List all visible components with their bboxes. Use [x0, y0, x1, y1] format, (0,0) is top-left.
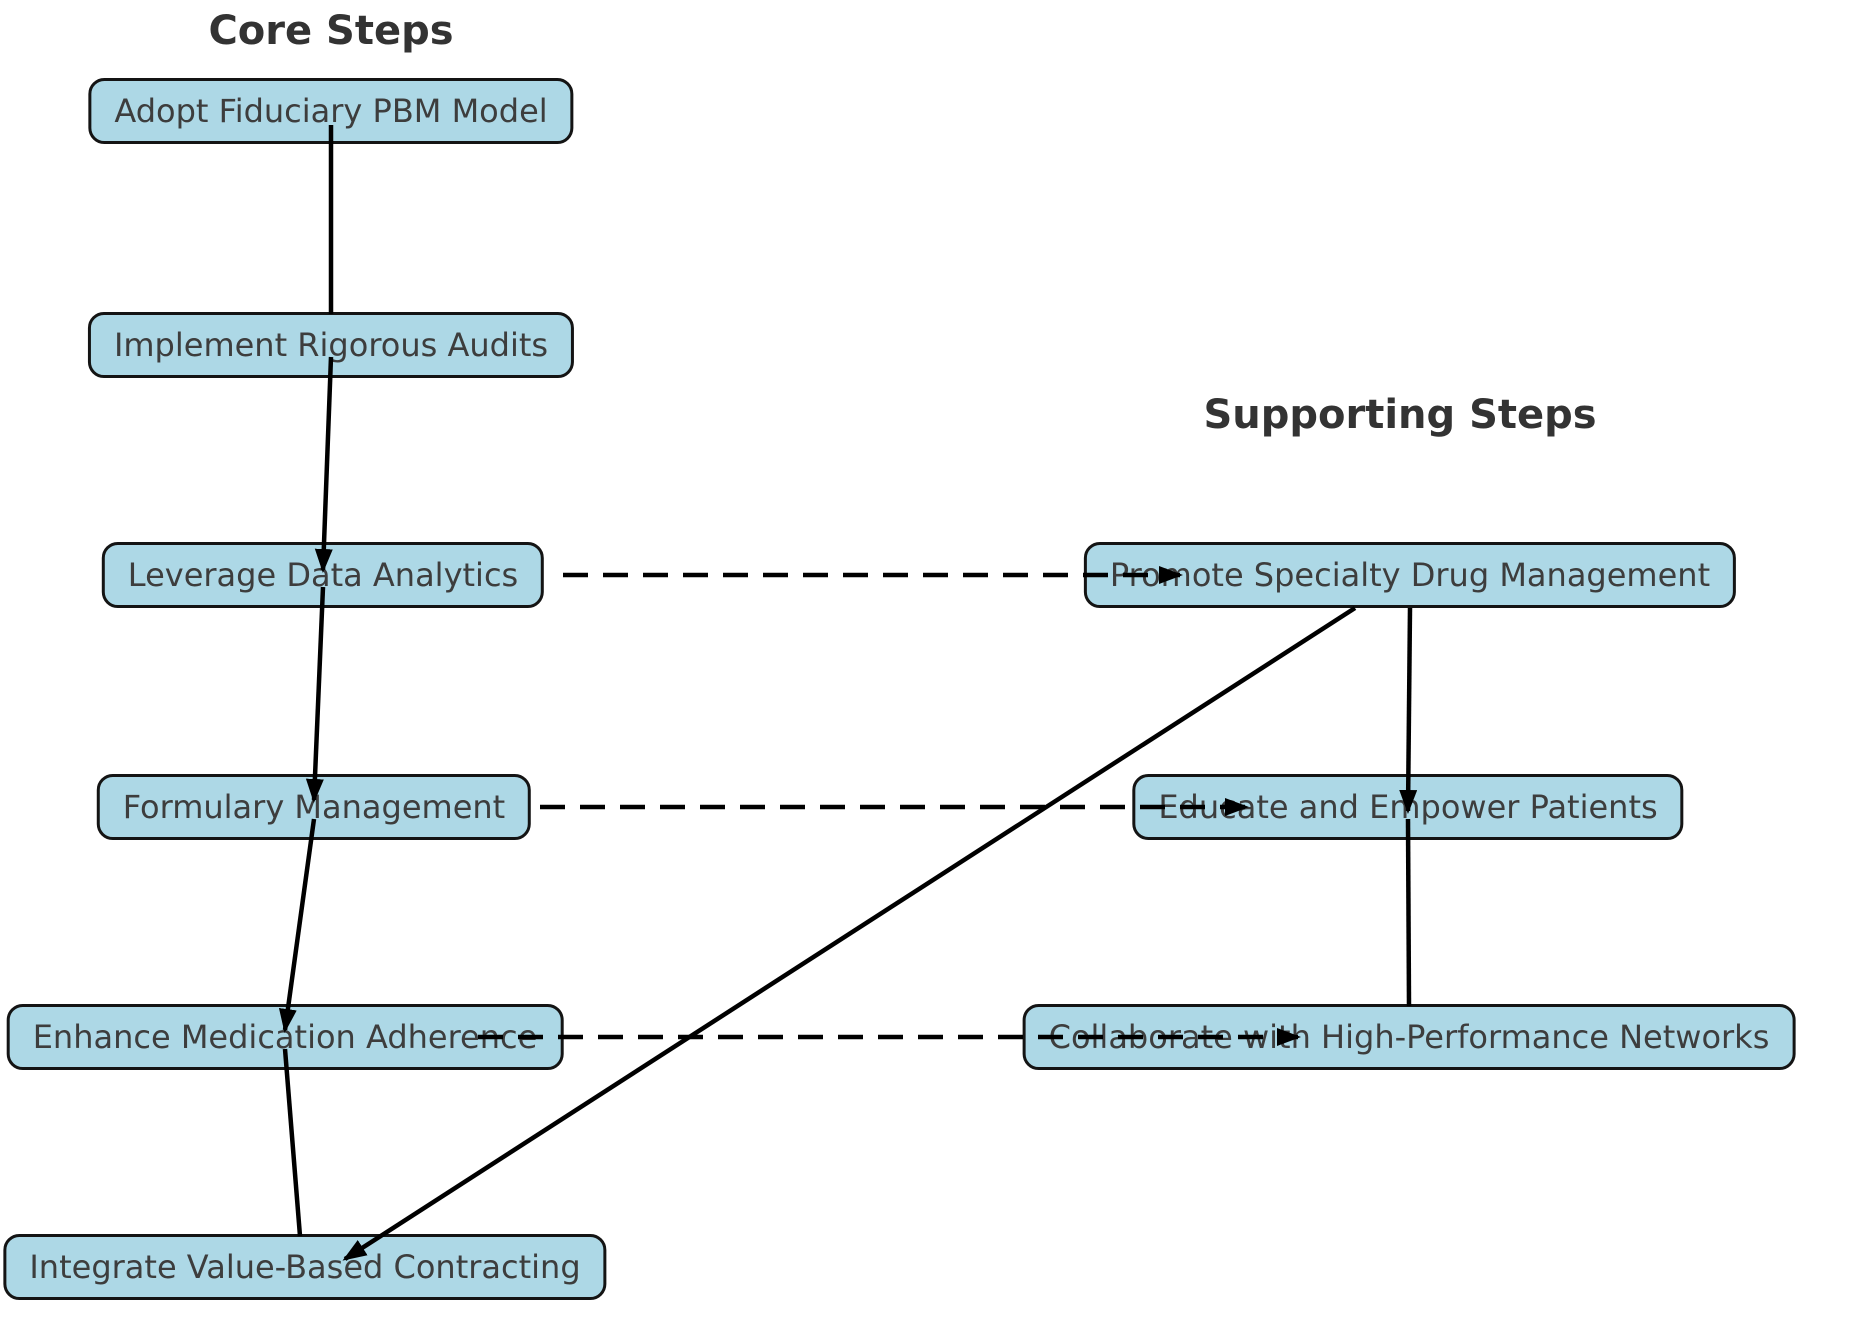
- node-integrate-value-based-contracting: Integrate Value-Based Contracting: [3, 1234, 607, 1300]
- node-adopt-fiduciary-pbm-model: Adopt Fiduciary PBM Model: [88, 78, 574, 144]
- core-steps-title: Core Steps: [208, 8, 454, 54]
- supporting-steps-title: Supporting Steps: [1203, 392, 1597, 438]
- node-promote-specialty-drug-management: Promote Specialty Drug Management: [1083, 542, 1737, 608]
- edge-leverage-to-formulary: [305, 586, 326, 803]
- node-formulary-management: Formulary Management: [96, 774, 532, 840]
- node-leverage-data-analytics: Leverage Data Analytics: [101, 542, 545, 608]
- edge-formulary-to-enhance: [278, 818, 317, 1033]
- node-collaborate-high-performance-networks: Collaborate with High-Performance Networ…: [1022, 1004, 1796, 1070]
- edge-enhance-to-integrate: [282, 1048, 303, 1237]
- edge-implement-to-leverage: [314, 356, 334, 573]
- edge-educate-to-collaborate: [1405, 818, 1412, 1007]
- edge-promote-to-integrate: [342, 606, 1357, 1261]
- node-implement-rigorous-audits: Implement Rigorous Audits: [87, 312, 575, 378]
- node-enhance-medication-adherence: Enhance Medication Adherence: [6, 1004, 564, 1070]
- node-educate-and-empower-patients: Educate and Empower Patients: [1132, 774, 1684, 840]
